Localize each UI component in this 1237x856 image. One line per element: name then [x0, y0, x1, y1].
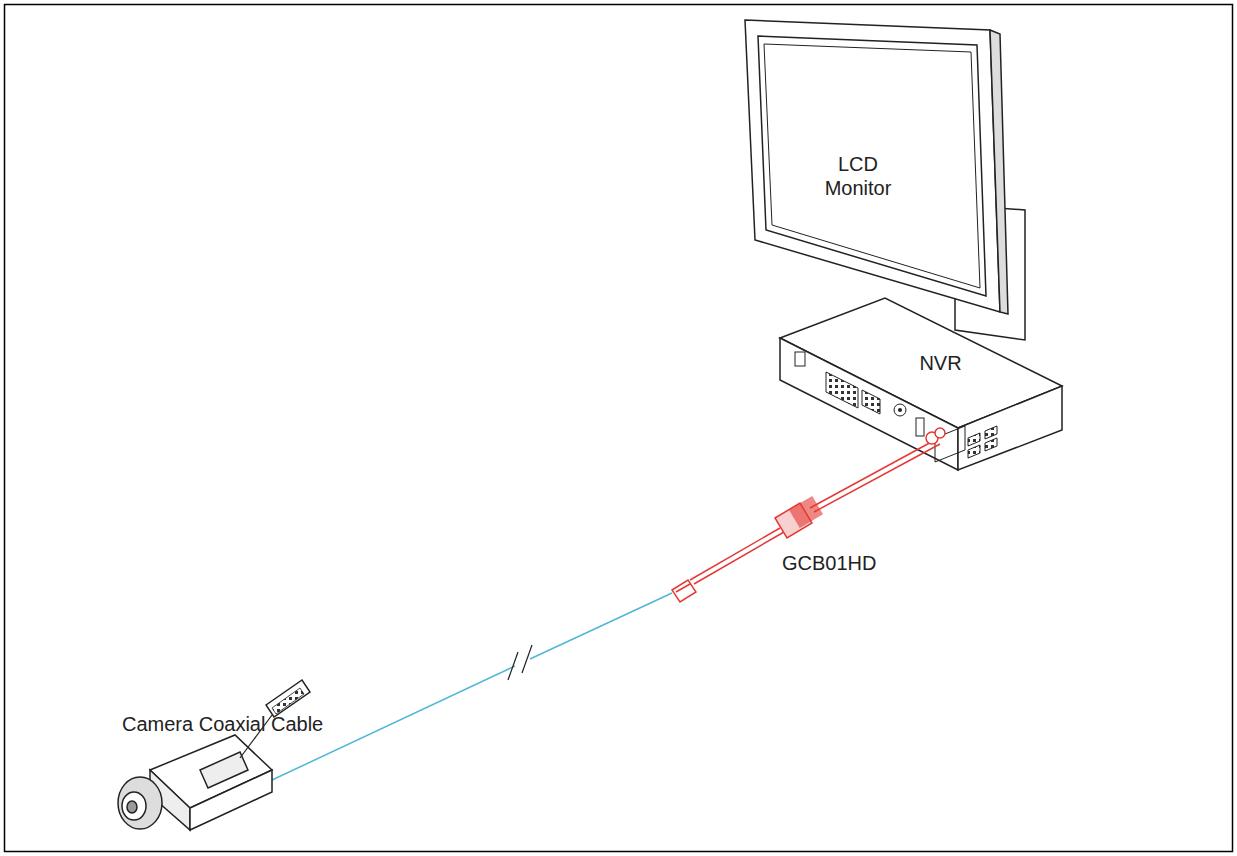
coaxial-cable	[255, 593, 672, 788]
lcd-monitor	[745, 20, 1008, 314]
monitor-screen: LCD Monitor	[797, 148, 919, 204]
nvr-box	[780, 298, 1062, 470]
frame	[5, 5, 1233, 852]
node-label: LCD Monitor	[803, 152, 913, 200]
camera	[118, 735, 272, 830]
gcb01hd-balun	[672, 428, 945, 602]
nvr-top: NVR	[913, 347, 968, 379]
part-name: GCB01HD	[782, 551, 876, 575]
node-label: NVR	[919, 351, 961, 375]
cable-label: Camera Coaxial Cable	[122, 712, 323, 736]
